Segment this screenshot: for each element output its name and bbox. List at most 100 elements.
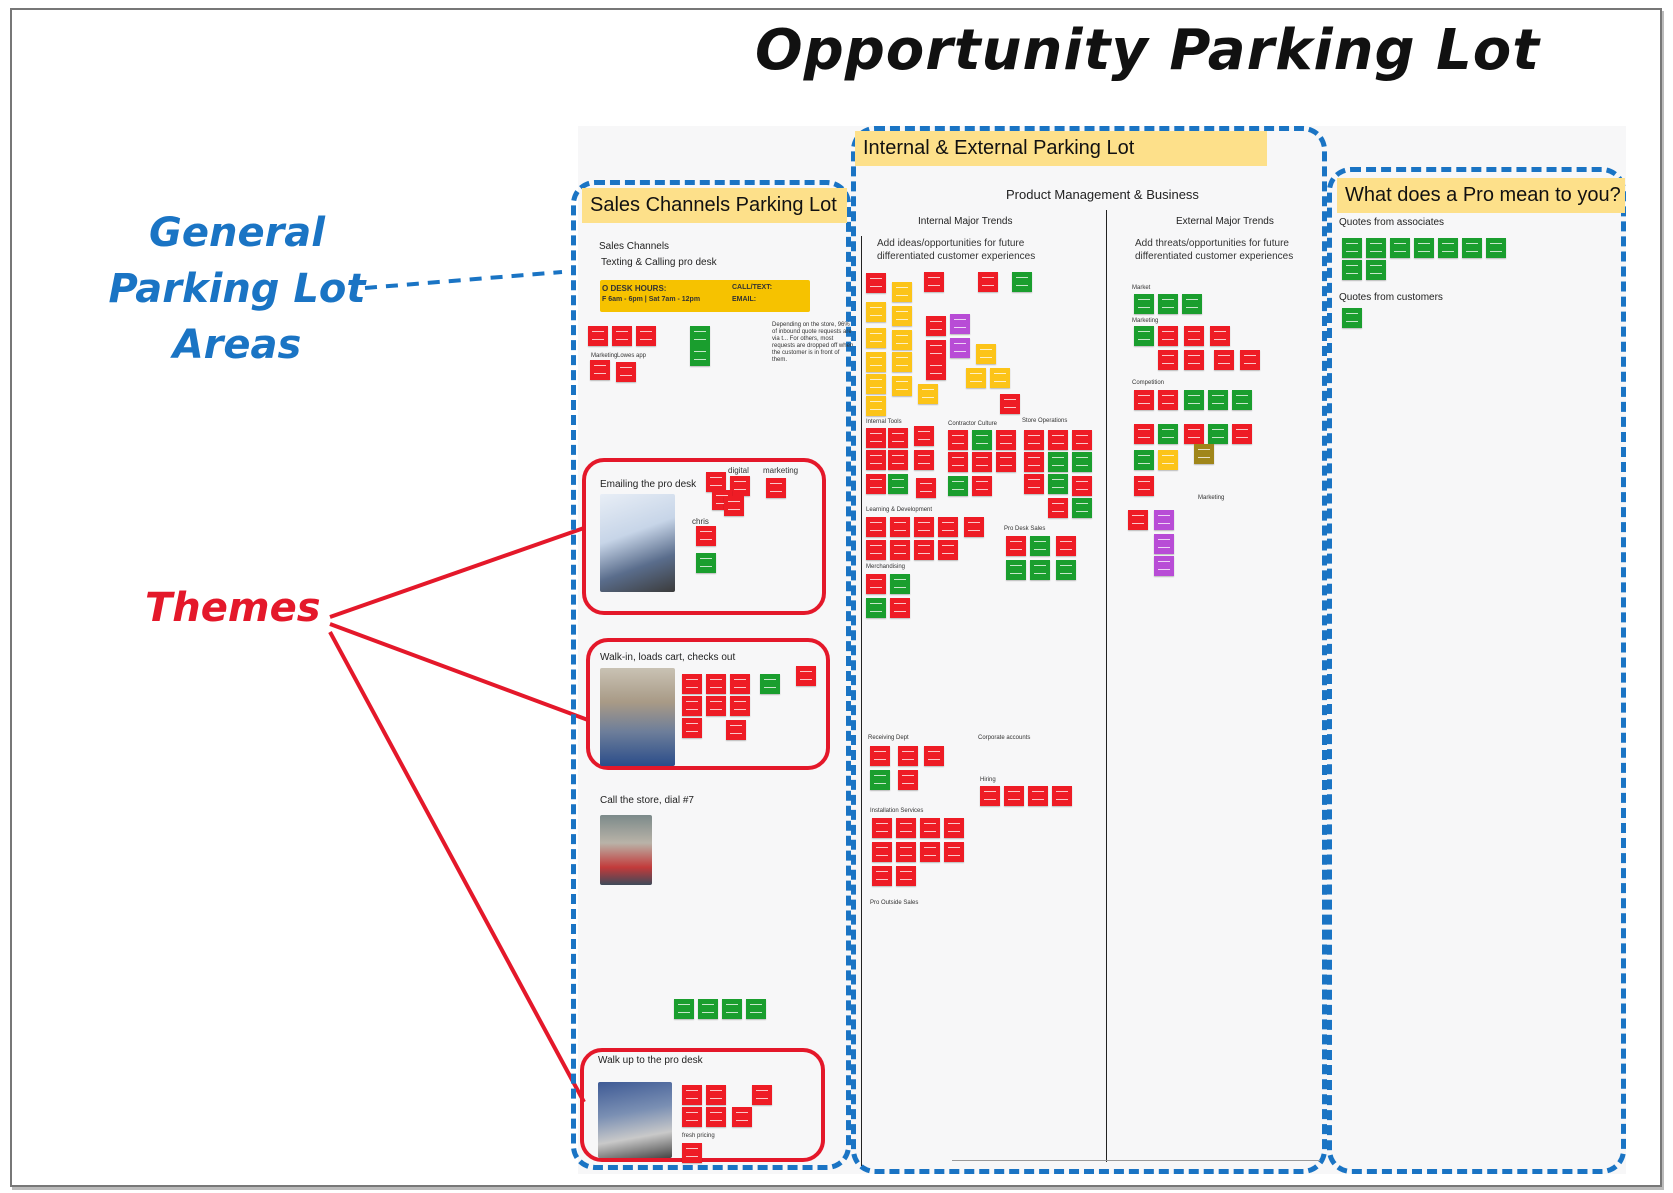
sticky-note[interactable] [888, 450, 908, 470]
sticky-note[interactable] [1028, 786, 1048, 806]
sticky-note[interactable] [966, 368, 986, 388]
sticky-note[interactable] [1134, 390, 1154, 410]
sticky-note[interactable] [1158, 326, 1178, 346]
sticky-note[interactable] [612, 326, 632, 346]
sticky-note[interactable] [696, 526, 716, 546]
sticky-note[interactable] [896, 818, 916, 838]
sticky-note[interactable] [926, 316, 946, 336]
sticky-note[interactable] [1004, 786, 1024, 806]
sticky-note[interactable] [588, 326, 608, 346]
sticky-note[interactable] [1024, 474, 1044, 494]
sticky-note[interactable] [1184, 424, 1204, 444]
sticky-note[interactable] [872, 818, 892, 838]
sticky-note[interactable] [870, 746, 890, 766]
sticky-note[interactable] [866, 273, 886, 293]
sticky-note[interactable] [990, 368, 1010, 388]
sticky-note[interactable] [1052, 786, 1072, 806]
sticky-note[interactable] [1134, 450, 1154, 470]
sticky-note[interactable] [938, 517, 958, 537]
sticky-note[interactable] [752, 1085, 772, 1105]
sticky-note[interactable] [890, 598, 910, 618]
sticky-note[interactable] [1048, 430, 1068, 450]
sticky-note[interactable] [890, 517, 910, 537]
sticky-note[interactable] [926, 340, 946, 360]
sticky-note[interactable] [948, 430, 968, 450]
sticky-note[interactable] [1210, 326, 1230, 346]
sticky-note[interactable] [918, 384, 938, 404]
sticky-note[interactable] [1006, 536, 1026, 556]
sticky-note[interactable] [1158, 294, 1178, 314]
sticky-note[interactable] [866, 598, 886, 618]
sticky-note[interactable] [1128, 510, 1148, 530]
sticky-note[interactable] [730, 674, 750, 694]
sticky-note[interactable] [722, 999, 742, 1019]
sticky-note[interactable] [978, 272, 998, 292]
sticky-note[interactable] [1158, 390, 1178, 410]
sticky-note[interactable] [896, 866, 916, 886]
sticky-note[interactable] [1030, 536, 1050, 556]
sticky-note[interactable] [1048, 474, 1068, 494]
sticky-note[interactable] [890, 574, 910, 594]
sticky-note[interactable] [1158, 350, 1178, 370]
sticky-note[interactable] [892, 282, 912, 302]
sticky-note[interactable] [1366, 260, 1386, 280]
sticky-note[interactable] [892, 352, 912, 372]
sticky-note[interactable] [972, 476, 992, 496]
sticky-note[interactable] [1208, 424, 1228, 444]
sticky-note[interactable] [1024, 430, 1044, 450]
sticky-note[interactable] [1048, 498, 1068, 518]
sticky-note[interactable] [914, 540, 934, 560]
sticky-note[interactable] [866, 328, 886, 348]
sticky-note[interactable] [1414, 238, 1434, 258]
sticky-note[interactable] [1214, 350, 1234, 370]
sticky-note[interactable] [980, 786, 1000, 806]
sticky-note[interactable] [948, 452, 968, 472]
sticky-note[interactable] [888, 428, 908, 448]
sticky-note[interactable] [724, 496, 744, 516]
sticky-note[interactable] [1134, 476, 1154, 496]
sticky-note[interactable] [1486, 238, 1506, 258]
sticky-note[interactable] [1012, 272, 1032, 292]
sticky-note[interactable] [924, 272, 944, 292]
sticky-note[interactable] [1072, 452, 1092, 472]
sticky-note[interactable] [866, 474, 886, 494]
sticky-note[interactable] [636, 326, 656, 346]
sticky-note[interactable] [682, 1107, 702, 1127]
sticky-note[interactable] [948, 476, 968, 496]
sticky-note[interactable] [950, 338, 970, 358]
theme-walk-up-pro-desk[interactable] [580, 1048, 825, 1162]
sticky-note[interactable] [892, 306, 912, 326]
sticky-note[interactable] [1134, 424, 1154, 444]
sticky-note[interactable] [1154, 534, 1174, 554]
sticky-note[interactable] [1030, 560, 1050, 580]
sticky-note[interactable] [898, 770, 918, 790]
sticky-note[interactable] [682, 674, 702, 694]
sticky-note[interactable] [1072, 430, 1092, 450]
sticky-note[interactable] [1056, 560, 1076, 580]
sticky-note[interactable] [1194, 444, 1214, 464]
sticky-note[interactable] [926, 360, 946, 380]
sticky-note[interactable] [1366, 238, 1386, 258]
sticky-note[interactable] [888, 474, 908, 494]
sticky-note[interactable] [890, 540, 910, 560]
sticky-note[interactable] [972, 430, 992, 450]
sticky-note[interactable] [866, 374, 886, 394]
sticky-note[interactable] [682, 718, 702, 738]
sticky-note[interactable] [892, 330, 912, 350]
sticky-note[interactable] [1134, 294, 1154, 314]
sticky-note[interactable] [1462, 238, 1482, 258]
sticky-note[interactable] [706, 696, 726, 716]
sticky-note[interactable] [896, 842, 916, 862]
sticky-note[interactable] [866, 574, 886, 594]
sticky-note[interactable] [950, 314, 970, 334]
sticky-note[interactable] [1154, 556, 1174, 576]
sticky-note[interactable] [914, 517, 934, 537]
sticky-note[interactable] [924, 746, 944, 766]
sticky-note[interactable] [1184, 350, 1204, 370]
sticky-note[interactable] [1342, 260, 1362, 280]
sticky-note[interactable] [1154, 510, 1174, 530]
sticky-note[interactable] [1048, 452, 1068, 472]
sticky-note[interactable] [872, 866, 892, 886]
sticky-note[interactable] [916, 478, 936, 498]
sticky-note[interactable] [1184, 326, 1204, 346]
